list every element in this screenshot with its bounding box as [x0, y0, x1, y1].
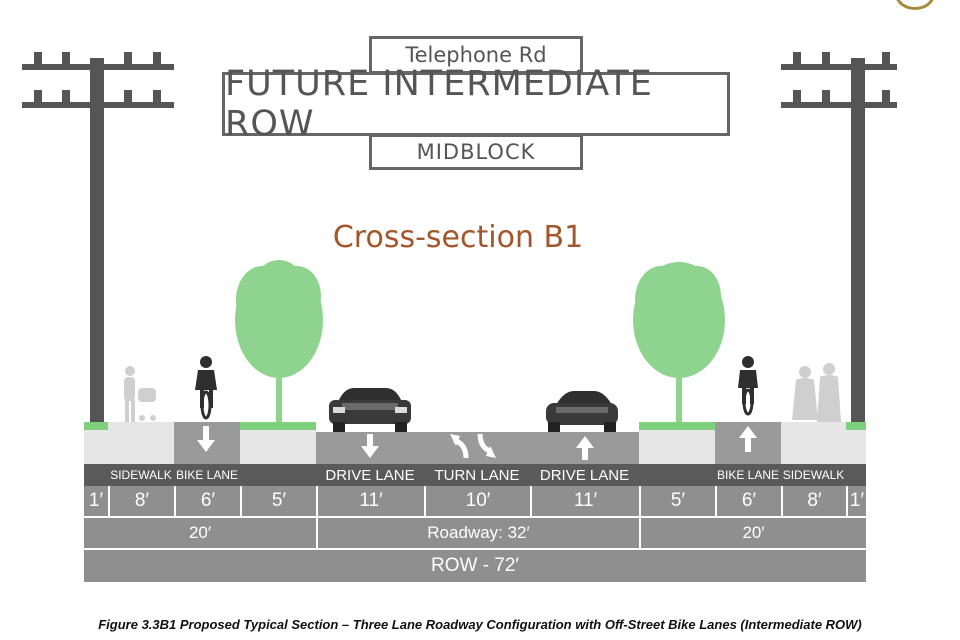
roadway-total: Roadway: 32′: [316, 518, 639, 548]
segment-label: [846, 464, 866, 486]
arrow-up-icon: [739, 426, 757, 452]
pedestrians-right-icon: [792, 363, 841, 422]
arrow-down-icon: [361, 434, 379, 458]
segment-width: 6′: [174, 486, 240, 516]
turn-arrowheads: [450, 434, 496, 458]
section-title-sign: FUTURE INTERMEDIATE ROW: [222, 64, 730, 144]
car-left-icon: [329, 388, 411, 432]
segment-label-sidewalk: SIDEWALK: [108, 464, 174, 486]
location-sign: MIDBLOCK: [369, 134, 583, 170]
segment-label: [84, 464, 108, 486]
segment-width: 8′: [781, 486, 846, 516]
row-total: ROW - 72′: [84, 550, 866, 582]
segment-label: [639, 464, 715, 486]
utility-pole-right: [781, 52, 897, 426]
segment-width: 8′: [108, 486, 174, 516]
segment-label-drive-lane: DRIVE LANE: [316, 464, 424, 486]
tree-right: [633, 262, 725, 422]
segment-width: 5′: [639, 486, 715, 516]
segment-label-bike-lane: BIKE LANE: [715, 464, 781, 486]
segment-label-drive-lane: DRIVE LANE: [530, 464, 639, 486]
figure-caption: Figure 3.3B1 Proposed Typical Section – …: [98, 617, 862, 632]
right-subtotal: 20′: [639, 518, 866, 548]
cyclist-right-icon: [738, 356, 758, 416]
left-subtotal: 20′: [84, 518, 316, 548]
arrow-down-icon: [197, 426, 215, 452]
segment-label-sidewalk: SIDEWALK: [781, 464, 846, 486]
segment-width: 5′: [240, 486, 316, 516]
segment-label: [240, 464, 316, 486]
segment-label-turn-lane: TURN LANE: [424, 464, 530, 486]
utility-pole-left: [22, 52, 174, 426]
segment-width: 1′: [846, 486, 866, 516]
segment-width: 10′: [424, 486, 530, 516]
arrow-up-icon: [576, 436, 594, 460]
segment-width: 6′: [715, 486, 781, 516]
cyclist-left-icon: [195, 356, 217, 420]
tree-left: [235, 260, 323, 422]
segment-width: 11′: [316, 486, 424, 516]
pedestrian-stroller-icon: [124, 366, 156, 422]
segment-width: 11′: [530, 486, 639, 516]
segment-label-bike-lane: BIKE LANE: [174, 464, 240, 486]
segment-width: 1′: [84, 486, 108, 516]
cross-section-title: Cross-section B1: [332, 220, 584, 255]
car-right-icon: [546, 391, 618, 432]
